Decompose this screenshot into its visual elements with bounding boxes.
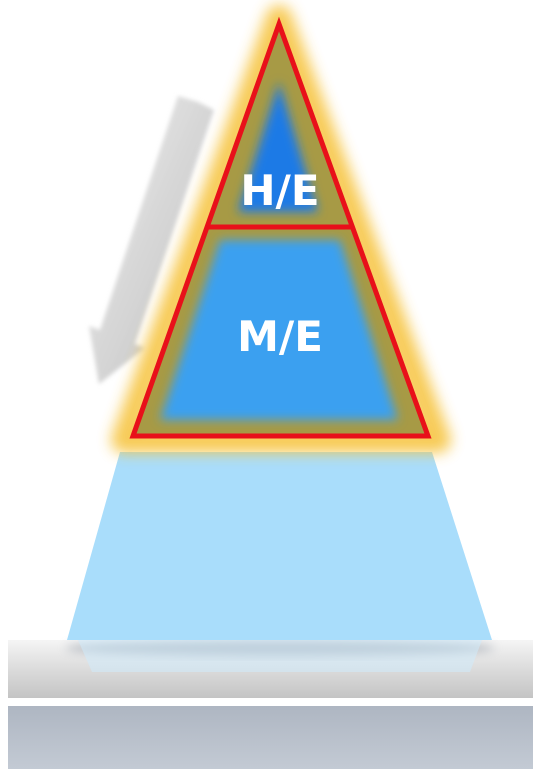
tier-label-me: M/E (237, 312, 323, 361)
pyramid-base-reflection (78, 640, 482, 672)
pyramid-base-tier (67, 452, 492, 640)
platform-front (8, 706, 533, 769)
tier-label-he: H/E (240, 166, 319, 215)
platform-edge (8, 698, 533, 706)
